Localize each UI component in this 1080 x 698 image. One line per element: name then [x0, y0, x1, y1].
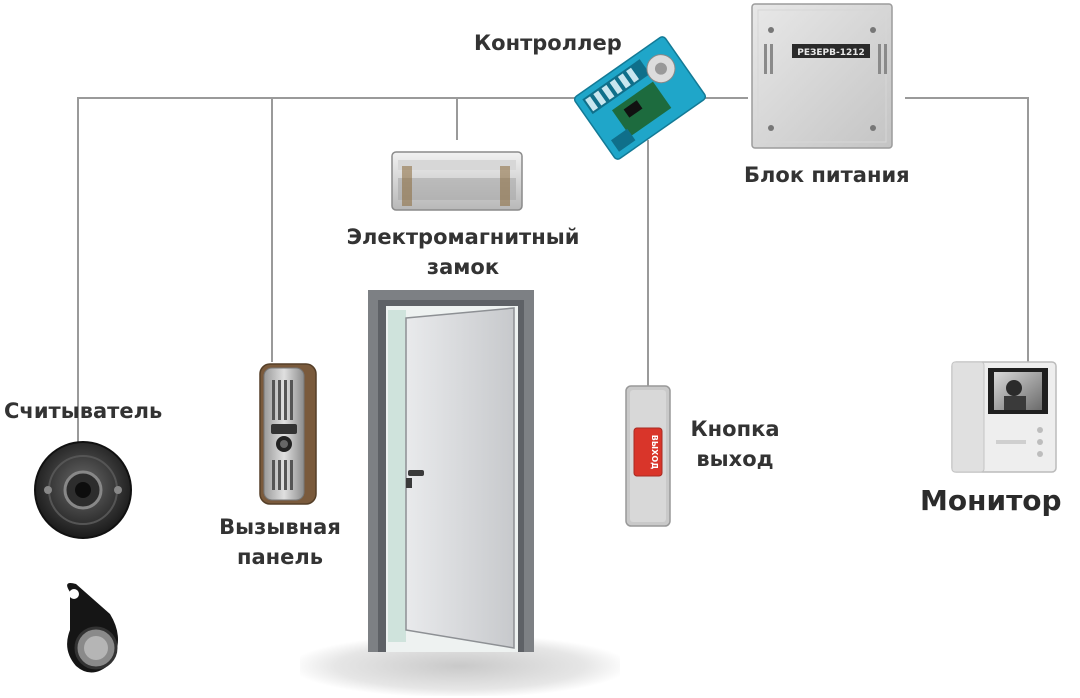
- label-controller: Контроллер: [474, 31, 622, 55]
- call-panel-device: [259, 363, 317, 505]
- wiring: [77, 97, 1029, 460]
- label-monitor: Монитор: [920, 484, 1062, 517]
- label-call-panel-line2: панель: [236, 545, 324, 569]
- label-exit-button: Кнопка выход: [680, 414, 790, 474]
- label-lock-line2: замок: [426, 255, 500, 279]
- power-supply-unit: РЕЗЕРВ-1212: [751, 3, 893, 149]
- label-lock: Электромагнитный замок: [328, 222, 598, 282]
- label-call-panel-line1: Вызывная: [219, 515, 341, 539]
- label-reader: Считыватель: [4, 399, 163, 423]
- label-exit-button-line2: выход: [696, 447, 774, 471]
- exit-button-device: ВЫХОД: [625, 385, 671, 527]
- electromagnetic-lock: [391, 151, 523, 211]
- power-supply-brand: РЕЗЕРВ-1212: [797, 48, 865, 58]
- label-power-supply: Блок питания: [744, 163, 910, 187]
- label-exit-button-line1: Кнопка: [690, 417, 780, 441]
- reader-device: [34, 441, 132, 539]
- wire-main-bus: [77, 97, 592, 460]
- label-lock-line1: Электромагнитный: [346, 225, 580, 249]
- video-monitor-device: [951, 361, 1057, 473]
- controller-board: [573, 36, 707, 160]
- key-fob: [67, 583, 118, 673]
- door: [368, 290, 534, 652]
- label-call-panel: Вызывная панель: [200, 512, 360, 572]
- exit-button-text: ВЫХОД: [650, 435, 659, 469]
- wire-monitor: [905, 97, 1029, 362]
